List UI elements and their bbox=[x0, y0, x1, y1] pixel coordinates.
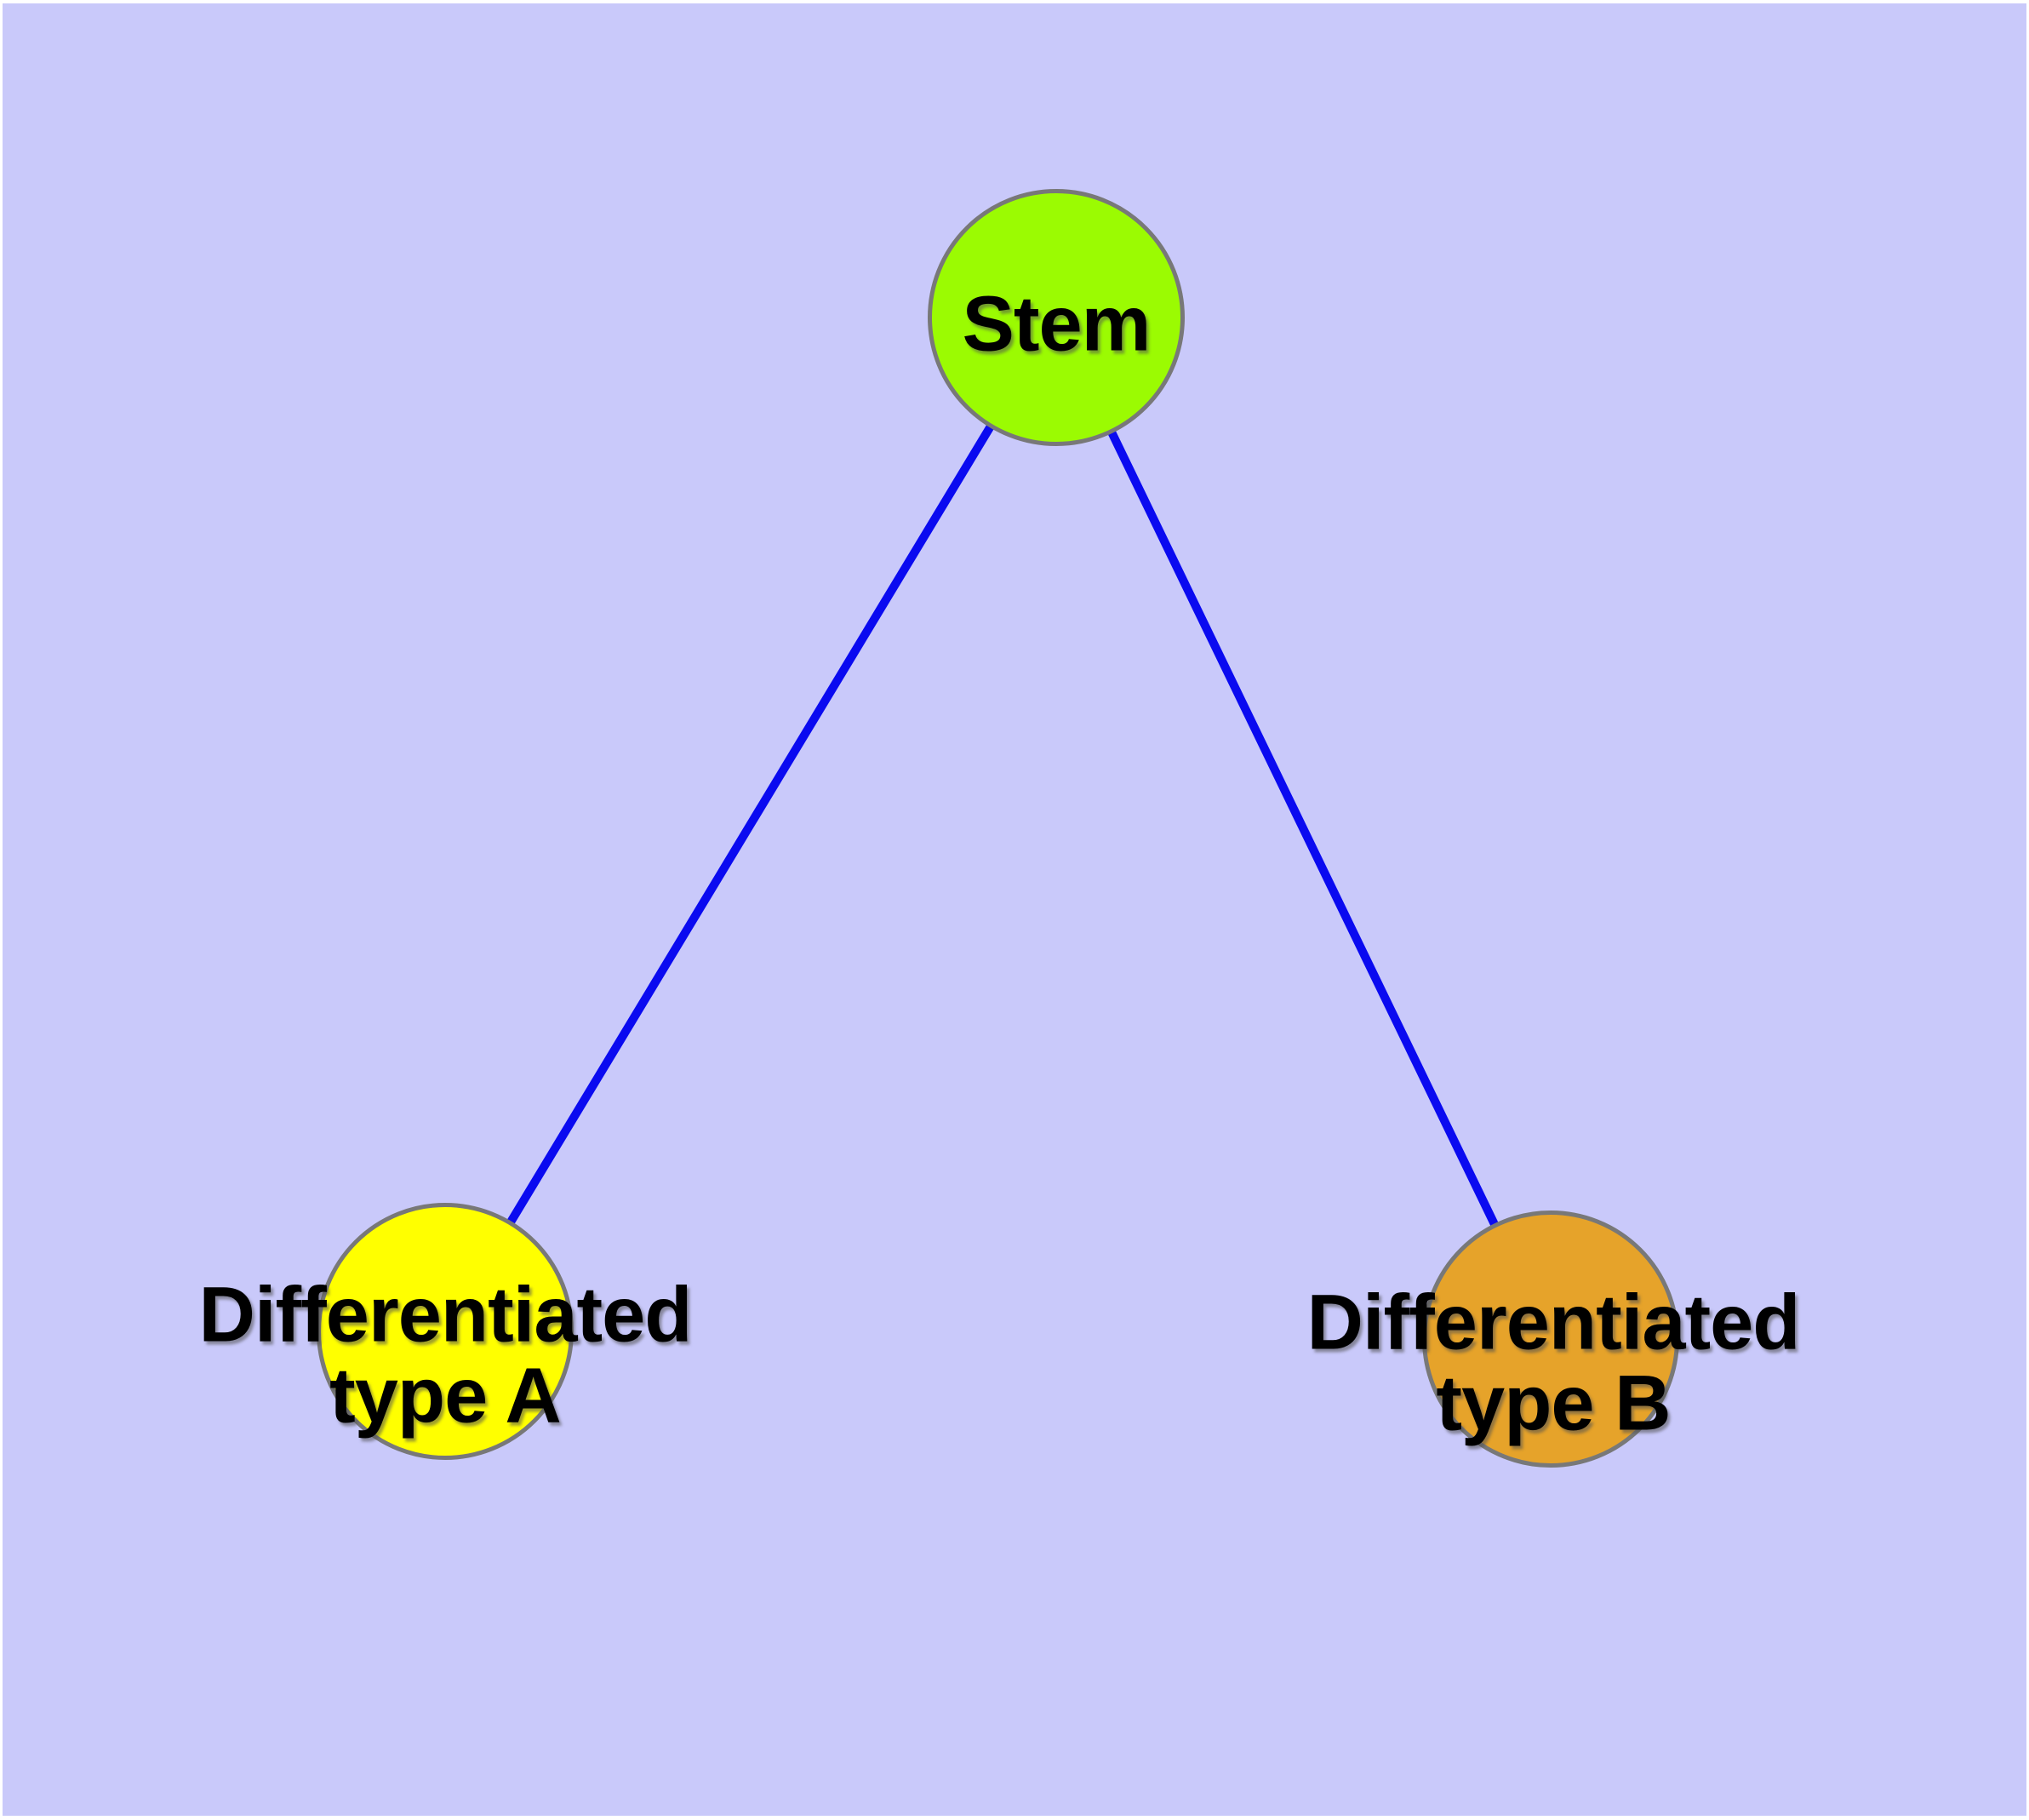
node-label-differentiated-type-b: Differentiated type B bbox=[1306, 1279, 1801, 1446]
node-label-differentiated-type-a: Differentiated type A bbox=[198, 1271, 693, 1439]
node-differentiated-type-a bbox=[317, 1203, 574, 1460]
node-label-stem: Stem bbox=[962, 280, 1152, 368]
edge-stem-to-type-b bbox=[1052, 315, 1554, 1342]
node-differentiated-type-b bbox=[1422, 1210, 1679, 1468]
diagram-canvas: Stem Differentiated type A Differentiate… bbox=[3, 3, 2026, 1816]
node-stem bbox=[928, 189, 1185, 446]
edge-stem-to-type-a bbox=[441, 315, 1060, 1334]
